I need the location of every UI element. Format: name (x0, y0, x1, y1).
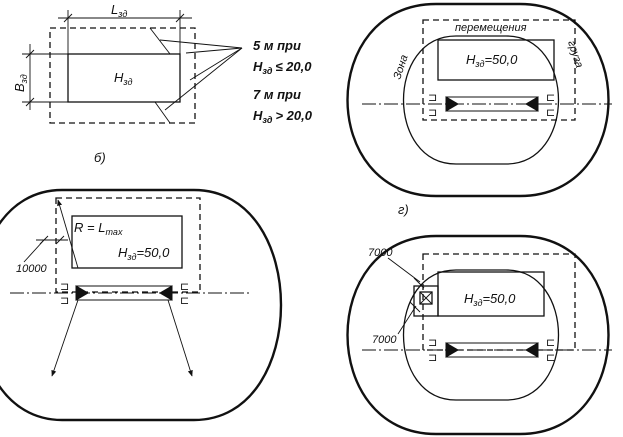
note-line-2: Hзд≤ 20,0 (253, 59, 312, 76)
panel-g: ⊐ ⊐ ⊏ ⊏ 7000 7000 Hзд=50,0 (346, 234, 612, 436)
leader-line (164, 47, 243, 111)
crane-reach-outline (0, 188, 283, 422)
radius-label: R = Lmax (74, 220, 123, 237)
crane-reach-outline (346, 2, 610, 198)
building-height-label: Hзд=50,0 (464, 291, 516, 308)
dimension-tick (175, 13, 185, 23)
building-height-label: Hзд (114, 70, 132, 87)
crane-left-triangle (445, 96, 459, 112)
stop-right: ⊏ (546, 107, 555, 119)
crane-left-triangle (75, 285, 89, 301)
radius-arrow (167, 299, 193, 377)
crane-reach-outline (346, 234, 610, 436)
crane-right-triangle (525, 342, 539, 358)
inner-reach-outline (403, 269, 559, 401)
zone-label-move: перемещения (455, 22, 527, 34)
dimension-tick (409, 301, 421, 313)
crane-zone-outline (422, 19, 576, 121)
leader-line (397, 305, 417, 335)
note-line-1: 5 м при (253, 38, 301, 53)
stop-left: ⊐ (60, 295, 69, 307)
crane-left-triangle (445, 342, 459, 358)
dimension-bottom-label: 7000 (372, 334, 397, 346)
danger-zone-outline (49, 27, 196, 124)
dimension-tick (63, 13, 73, 23)
hoist-box-inner (419, 291, 433, 305)
stop-left: ⊐ (428, 337, 437, 349)
leader-line (185, 47, 243, 54)
dimension-tick (25, 49, 35, 59)
width-label: Bзд (12, 74, 29, 92)
offset-marker (149, 27, 171, 55)
zone-label-cargo: груза (565, 39, 585, 69)
leader-line (159, 39, 243, 49)
stop-right: ⊏ (546, 352, 555, 364)
panel-label: г) (398, 202, 409, 217)
dimension-tick (25, 97, 35, 107)
hoist-cross (419, 291, 433, 305)
building-outline (67, 53, 181, 103)
inner-reach-outline (403, 35, 559, 165)
stop-right: ⊏ (546, 92, 555, 104)
building-height-label: Hзд=50,0 (466, 52, 518, 69)
panel-label: б) (94, 150, 106, 165)
note-line-4: Hзд> 20,0 (253, 108, 313, 125)
stop-right: ⊏ (180, 295, 189, 307)
radius-arrow (57, 199, 79, 269)
note-line-3: 7 м при (253, 87, 301, 102)
leader-line (23, 239, 45, 263)
stop-left: ⊐ (428, 107, 437, 119)
dimension-top-label: 7000 (368, 247, 393, 259)
stop-right: ⊏ (546, 337, 555, 349)
stop-left: ⊐ (428, 92, 437, 104)
crane-right-triangle (525, 96, 539, 112)
dimension-tick (55, 235, 65, 245)
leader-line (387, 257, 421, 283)
radius-arrow (51, 299, 79, 377)
dimension-label: 10000 (16, 263, 47, 275)
leader-line (189, 47, 243, 81)
offset-marker (154, 101, 171, 124)
zone-label-zone: Зона (391, 53, 410, 81)
building-outline (437, 39, 555, 81)
panel-b: ⊐ ⊐ ⊏ ⊏ R = Lmax Hзд=50,0 10000 (0, 188, 283, 422)
stop-left: ⊐ (428, 352, 437, 364)
building-outline (71, 215, 183, 269)
dimension-tick (413, 277, 425, 289)
stop-left: ⊐ (60, 281, 69, 293)
stop-right: ⊏ (180, 281, 189, 293)
crane-right-triangle (159, 285, 173, 301)
length-label: Lзд (111, 2, 127, 19)
panel-v: ⊐ ⊐ ⊏ ⊏ перемещения Зона груза Hзд=50,0 … (346, 2, 612, 217)
crane-zone-outline (55, 197, 201, 293)
hoist-box (413, 285, 439, 317)
panel-a: Lзд Bзд Hзд 5 м при Hзд≤ 20,0 7 м при Hз… (12, 2, 313, 165)
building-height-label: Hзд=50,0 (118, 245, 170, 262)
